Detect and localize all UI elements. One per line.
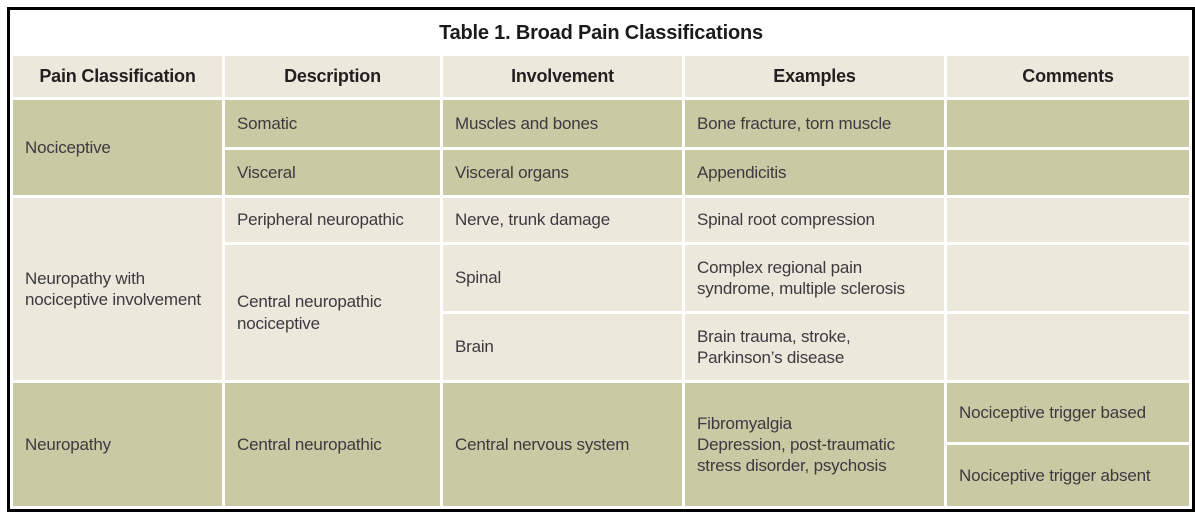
table-header-row: Pain Classification Description Involvem…	[13, 56, 1190, 97]
cell-description-peripheral-neuropathic: Peripheral neuropathic	[225, 198, 440, 242]
cell-comments-empty	[947, 100, 1190, 147]
column-header-pain-classification: Pain Classification	[13, 56, 222, 97]
cell-comments-empty	[947, 314, 1190, 380]
table-row: Brain Brain trauma, stroke, Parkinson’s …	[13, 314, 1190, 380]
cell-comments-empty	[947, 245, 1190, 311]
cell-description-visceral: Visceral	[225, 150, 440, 195]
column-header-comments: Comments	[947, 56, 1190, 97]
cell-description-central-neuropathic: Central neuropathic	[225, 383, 440, 506]
table-row: Nociceptive trigger absent	[13, 445, 1190, 506]
cell-involvement-brain: Brain	[443, 314, 682, 380]
cell-comments-empty	[947, 150, 1190, 195]
examples-line-2: Depression, post-traumatic stress disord…	[697, 434, 895, 476]
table-row: Nociceptive Somatic Muscles and bones Bo…	[13, 100, 1190, 195]
table-title: Table 1. Broad Pain Classifications	[13, 13, 1190, 53]
cell-description-somatic: Somatic	[225, 100, 440, 147]
cell-involvement-spinal: Spinal	[443, 245, 682, 311]
cell-classification-neuropathy-nociceptive: Neuropathy with nociceptive involvement	[13, 198, 222, 380]
cell-examples-brain-trauma: Brain trauma, stroke, Parkinson’s diseas…	[685, 314, 944, 380]
cell-comments-trigger-based: Nociceptive trigger based	[947, 383, 1190, 442]
cell-examples-spinal-root: Spinal root compression	[685, 198, 944, 242]
broad-pain-classifications-table: Table 1. Broad Pain Classifications Pain…	[7, 7, 1195, 512]
cell-involvement-cns: Central nervous system	[443, 383, 682, 506]
cell-comments-empty	[947, 198, 1190, 242]
table-row: Visceral Visceral organs Appendicitis	[13, 150, 1190, 195]
cell-examples-fibromyalgia-depression: Fibromyalgia Depression, post-traumatic …	[685, 383, 944, 506]
table-title-row: Table 1. Broad Pain Classifications	[13, 13, 1190, 53]
column-header-involvement: Involvement	[443, 56, 682, 97]
cell-description-central-neuropathic-nociceptive: Central neuropathic nociceptive	[225, 245, 440, 380]
column-header-examples: Examples	[685, 56, 944, 97]
cell-examples-appendicitis: Appendicitis	[685, 150, 944, 195]
cell-involvement-muscles-bones: Muscles and bones	[443, 100, 682, 147]
cell-involvement-nerve-trunk: Nerve, trunk damage	[443, 198, 682, 242]
cell-comments-trigger-absent: Nociceptive trigger absent	[947, 445, 1190, 506]
cell-classification-nociceptive: Nociceptive	[13, 100, 222, 195]
table-row: Neuropathy with nociceptive involvement …	[13, 198, 1190, 380]
cell-classification-neuropathy: Neuropathy	[13, 383, 222, 506]
column-header-description: Description	[225, 56, 440, 97]
cell-examples-crps-ms: Complex regional pain syndrome, multiple…	[685, 245, 944, 311]
cell-involvement-visceral-organs: Visceral organs	[443, 150, 682, 195]
examples-line-1: Fibromyalgia	[697, 413, 792, 433]
cell-examples-bone-fracture: Bone fracture, torn muscle	[685, 100, 944, 147]
table-row: Neuropathy Central neuropathic Central n…	[13, 383, 1190, 506]
table-row: Central neuropathic nociceptive Spinal C…	[13, 245, 1190, 380]
